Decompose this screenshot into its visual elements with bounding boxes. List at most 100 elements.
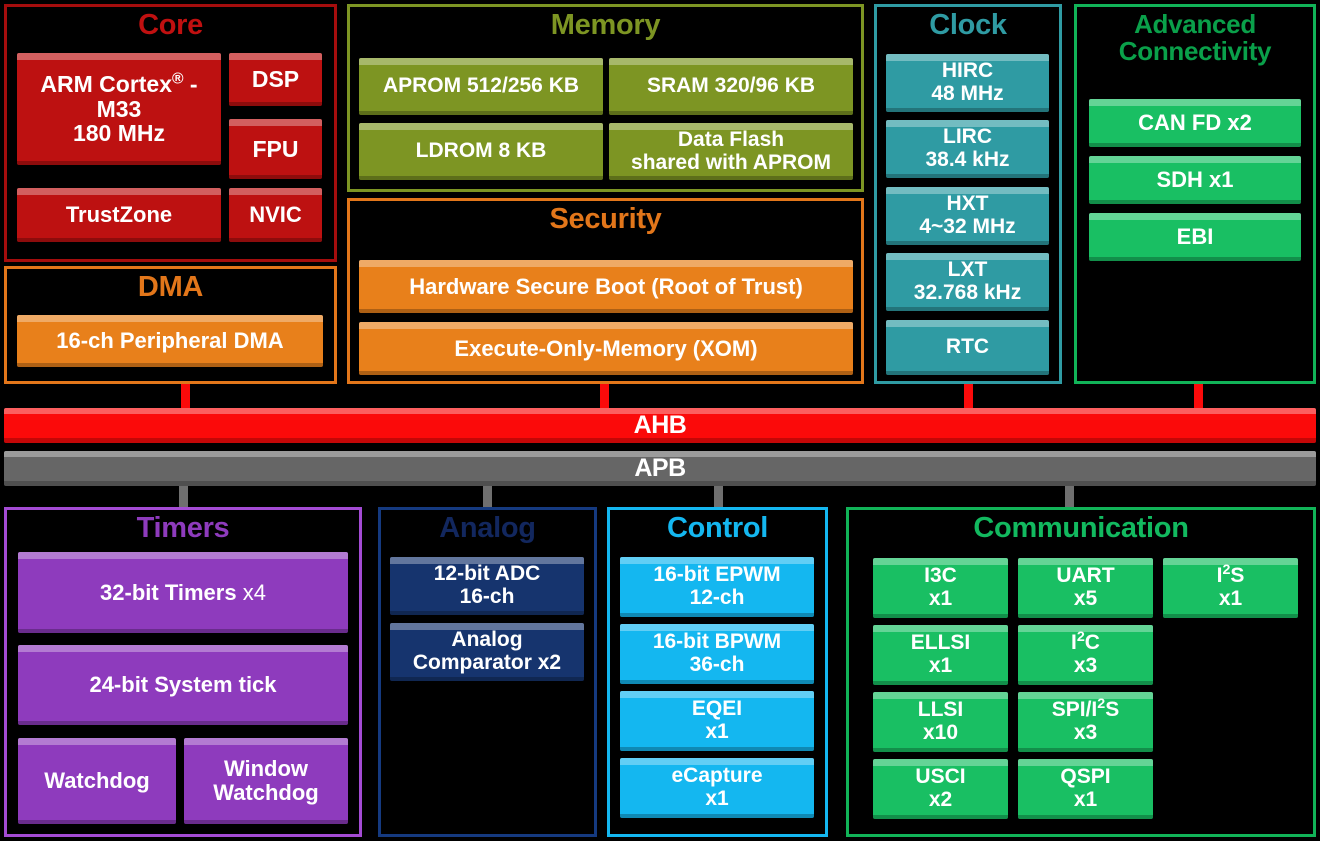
section-security-title: Security	[549, 203, 662, 235]
tile-label: Watchdog	[44, 768, 150, 794]
section-memory-title: Memory	[550, 9, 661, 41]
section-timers-title: Timers	[136, 512, 230, 544]
tile-label: 32-bit Timers x4	[100, 579, 266, 605]
connector-security-to-ahb	[600, 384, 609, 408]
connector-apb-to-communication	[1065, 486, 1074, 508]
tile-label: FPU	[252, 135, 299, 162]
tile-label: APROM 512/256 KB	[382, 74, 580, 98]
bus-apb-label: APB	[634, 454, 686, 482]
section-communication-title: Communication	[973, 512, 1189, 544]
tile-label: Hardware Secure Boot (Root of Trust)	[409, 273, 803, 299]
tile-label: NVIC	[249, 202, 302, 228]
tile-label: Execute-Only-Memory (XOM)	[454, 335, 758, 361]
connector-advanced-connectivity-to-ahb	[1194, 384, 1203, 408]
tile-fpu: FPU	[229, 119, 322, 179]
bus-ahb-label: AHB	[633, 411, 687, 439]
tile-aprom: APROM 512/256 KB	[359, 58, 603, 115]
tile-label: CAN FD x2	[1138, 110, 1252, 136]
connector-dma-to-ahb	[181, 384, 190, 408]
tile-32bit-timers: 32-bit Timers x4	[18, 552, 348, 633]
tile-sram: SRAM 320/96 KB	[609, 58, 853, 115]
section-clock-title: Clock	[929, 9, 1007, 41]
connector-clock-to-ahb	[964, 384, 973, 408]
connector-apb-to-control	[714, 486, 723, 508]
section-analog-title: Analog	[439, 512, 536, 544]
tile-dsp: DSP	[229, 53, 322, 106]
section-control-title: Control	[667, 512, 768, 544]
tile-label: 16-ch Peripheral DMA	[56, 328, 284, 354]
tile-ldrom: LDROM 8 KB	[359, 123, 603, 180]
tile-label: 24-bit System tick	[89, 672, 277, 698]
bus-ahb: AHB	[4, 408, 1316, 443]
bus-apb: APB	[4, 451, 1316, 486]
tile-system-tick: 24-bit System tick	[18, 645, 348, 725]
tile-label: RTC	[945, 335, 990, 359]
tile-sdh: SDH x1	[1089, 156, 1301, 204]
tile-label: SRAM 320/96 KB	[646, 74, 816, 98]
tile-label: EBI	[1176, 224, 1214, 250]
section-core-title: Core	[138, 9, 203, 41]
tile-label: LDROM 8 KB	[415, 139, 547, 163]
tile-nvic: NVIC	[229, 188, 322, 242]
tile-trustzone: TrustZone	[17, 188, 221, 242]
tile-can-fd: CAN FD x2	[1089, 99, 1301, 147]
connector-apb-to-analog	[483, 486, 492, 508]
tile-label: DSP	[251, 66, 300, 93]
tile-label: TrustZone	[65, 202, 173, 228]
tile-hardware-secure-boot: Hardware Secure Boot (Root of Trust)	[359, 260, 853, 313]
section-dma-title: DMA	[137, 271, 204, 303]
tile-xom: Execute-Only-Memory (XOM)	[359, 322, 853, 375]
tile-peripheral-dma: 16-ch Peripheral DMA	[17, 315, 323, 367]
tile-ebi: EBI	[1089, 213, 1301, 261]
tile-rtc: RTC	[886, 320, 1049, 375]
connector-apb-to-timers	[179, 486, 188, 508]
tile-watchdog: Watchdog	[18, 738, 176, 824]
tile-label: SDH x1	[1156, 167, 1234, 193]
